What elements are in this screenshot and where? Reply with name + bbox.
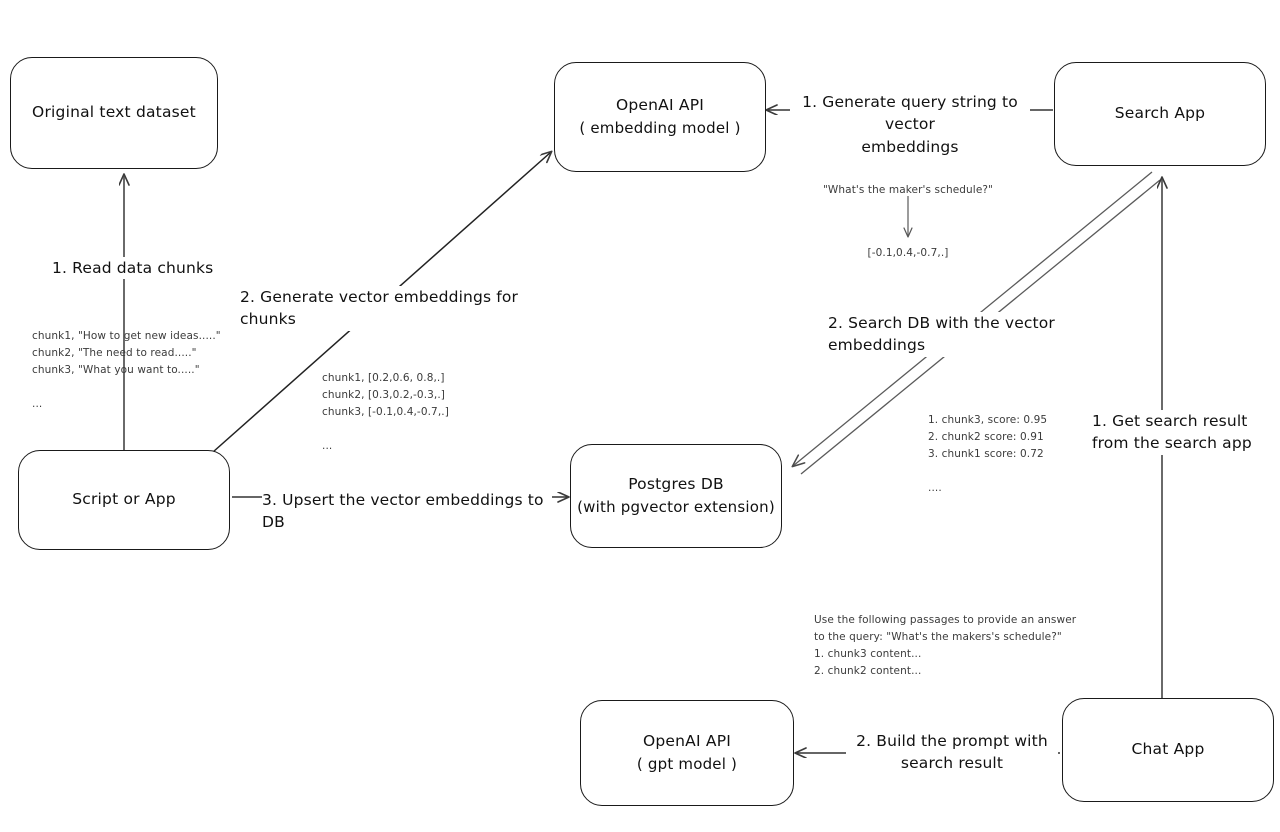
node-postgres-db-title: Postgres DB (628, 475, 724, 494)
node-postgres-db-subtitle: (with pgvector extension) (577, 498, 775, 517)
node-openai-gpt-subtitle: ( gpt model ) (636, 755, 738, 774)
node-original-text-dataset-label: Original text dataset (32, 103, 196, 122)
edge-label-generate-query-embeddings: 1. Generate query string to vector embed… (790, 91, 1030, 159)
edge-label-build-prompt: 2. Build the prompt with search result (846, 730, 1058, 775)
edge-label-generate-vector-embeddings: 2. Generate vector embeddings for chunks (240, 286, 540, 331)
node-openai-embedding-title: OpenAI API (615, 96, 705, 115)
note-query-vector: [-0.1,0.4,-0.7,.] (867, 247, 949, 259)
edge-label-upsert-to-db: 3. Upsert the vector embeddings to DB (262, 489, 552, 534)
node-postgres-db[interactable]: Postgres DB (with pgvector extension) (570, 444, 782, 548)
node-original-text-dataset[interactable]: Original text dataset (10, 57, 218, 169)
note-search-results: 1. chunk3, score: 0.95 2. chunk2 score: … (928, 414, 1048, 494)
node-search-app[interactable]: Search App (1054, 62, 1266, 166)
edge-label-search-db: 2. Search DB with the vector embeddings (828, 312, 1148, 357)
node-openai-embedding-subtitle: ( embedding model ) (579, 119, 741, 138)
node-openai-gpt-model[interactable]: OpenAI API ( gpt model ) (580, 700, 794, 806)
edge-label-read-data-chunks: 1. Read data chunks (52, 257, 252, 280)
node-chat-app-label: Chat App (1131, 740, 1205, 759)
note-prompt-sample: Use the following passages to provide an… (814, 614, 1077, 677)
note-chunks-sample: chunk1, "How to get new ideas....." chun… (32, 330, 221, 410)
node-chat-app[interactable]: Chat App (1062, 698, 1274, 802)
node-openai-embedding-model[interactable]: OpenAI API ( embedding model ) (554, 62, 766, 172)
note-embeddings-sample: chunk1, [0.2,0.6, 0.8,.] chunk2, [0.3,0.… (322, 372, 449, 452)
note-query-string: "What's the maker's schedule?" (823, 184, 993, 196)
node-script-or-app[interactable]: Script or App (18, 450, 230, 550)
node-search-app-label: Search App (1114, 104, 1206, 123)
edge-label-get-search-result: 1. Get search result from the search app (1092, 410, 1272, 455)
node-script-or-app-label: Script or App (72, 490, 176, 509)
node-openai-gpt-title: OpenAI API (642, 732, 732, 751)
